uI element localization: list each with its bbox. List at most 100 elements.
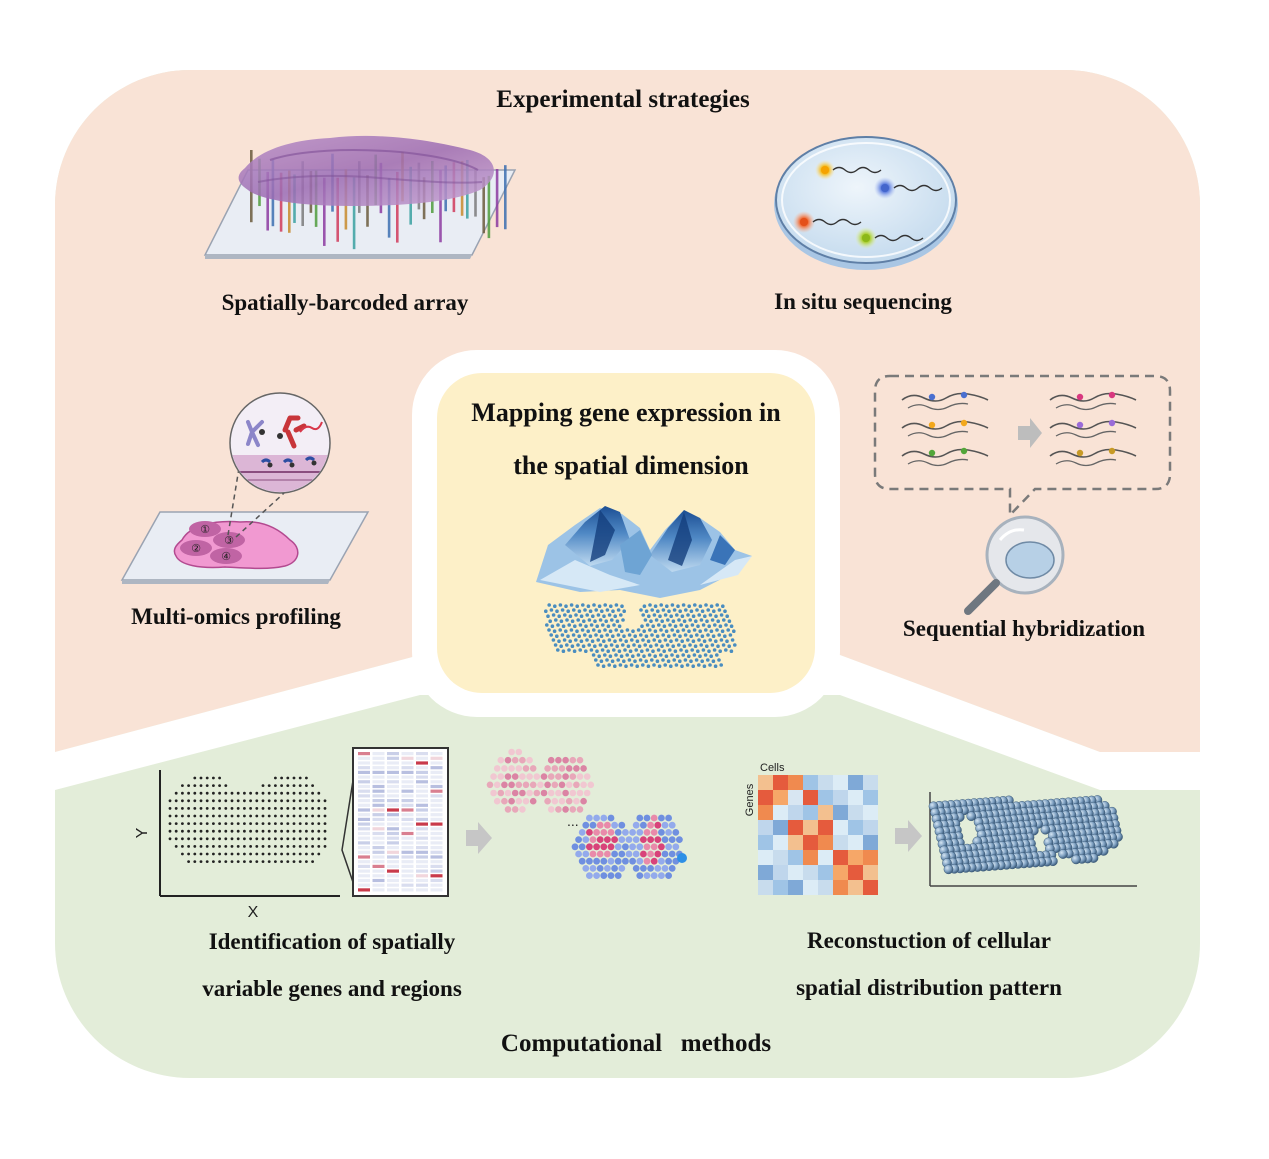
blue-spot	[658, 857, 665, 865]
spot	[652, 613, 657, 617]
scatter-point	[205, 807, 209, 810]
scatter-point	[255, 845, 259, 848]
matrix-cell	[387, 836, 399, 840]
scatter-point	[286, 852, 290, 856]
blue-spot	[658, 872, 665, 879]
spot	[695, 608, 699, 612]
cell-ball	[1040, 824, 1051, 835]
spot	[604, 644, 608, 648]
matrix-cell	[387, 831, 399, 836]
spot	[681, 653, 685, 657]
scatter-point	[199, 791, 203, 795]
pink-spot	[508, 748, 515, 756]
spot	[725, 639, 729, 643]
spot	[663, 663, 667, 667]
pink-spot	[569, 756, 577, 764]
pink-spot	[508, 765, 515, 772]
spot	[710, 643, 715, 647]
scatter-point	[280, 791, 283, 795]
probe-dot	[960, 391, 968, 399]
spot	[589, 623, 594, 627]
spot	[597, 604, 602, 608]
scatter-point	[261, 807, 265, 810]
scatter-point	[305, 807, 308, 810]
matrix-cell	[372, 799, 385, 803]
scatter-point	[274, 822, 277, 825]
spot	[616, 633, 621, 637]
spot	[670, 603, 675, 607]
heatmap-cell	[818, 790, 833, 805]
expression-matrix-panel	[341, 747, 449, 897]
scatter-point	[249, 799, 253, 803]
scatter-point	[286, 784, 290, 787]
probe-dot	[960, 447, 968, 455]
matrix-cell	[358, 874, 370, 878]
spot	[712, 648, 717, 652]
scatter-point	[311, 822, 314, 825]
heatmap-cell	[863, 850, 878, 865]
spot	[619, 654, 624, 658]
matrix-columns-label: Cells	[760, 762, 785, 774]
spot	[684, 608, 688, 612]
spot	[662, 649, 666, 653]
matrix-cell	[358, 808, 370, 812]
scatter-point	[292, 822, 296, 825]
scatter-point	[323, 837, 327, 841]
spot	[619, 613, 623, 617]
scatter-point	[243, 845, 246, 848]
spot	[593, 644, 597, 648]
blue-spot	[643, 872, 651, 879]
matrix-cell	[416, 869, 428, 873]
spot	[661, 608, 666, 612]
spot	[710, 618, 715, 622]
spot-grid-icon	[544, 603, 737, 668]
scatter-point	[274, 807, 277, 810]
spot	[689, 634, 693, 638]
spot	[596, 613, 601, 617]
blue-spot	[607, 814, 615, 822]
blue-spot	[600, 814, 608, 822]
blue-spot	[661, 836, 669, 843]
blue-spot	[607, 857, 615, 865]
scatter-point	[317, 829, 321, 833]
spot	[717, 633, 721, 637]
arrow-icon	[895, 820, 922, 852]
spot	[597, 654, 601, 658]
scatter-point	[199, 807, 203, 810]
matrix-cell	[372, 860, 385, 864]
heatmap-cell	[863, 775, 878, 790]
scatter-point	[199, 829, 203, 833]
blue-spot	[650, 814, 658, 822]
tissue-on-slide-icon	[203, 135, 517, 259]
scatter-point	[311, 837, 314, 841]
heatmap-cell	[788, 880, 803, 895]
scatter-point	[317, 852, 321, 856]
blue-spot	[586, 843, 593, 851]
matrix-cell	[416, 855, 428, 859]
spot	[699, 618, 704, 622]
heatmap-cell	[848, 790, 863, 805]
scatter-point	[305, 776, 308, 780]
matrix-cell	[416, 878, 428, 883]
spot	[713, 623, 717, 627]
spot	[703, 653, 708, 657]
spot	[631, 629, 635, 633]
blue-spot	[614, 872, 622, 879]
pink-spot	[565, 797, 573, 805]
pink-spot	[522, 765, 530, 772]
scatter-point	[255, 814, 259, 818]
spot	[691, 614, 696, 618]
spot	[719, 638, 724, 642]
matrix-cell	[387, 780, 399, 784]
scatter-point	[199, 776, 203, 780]
pink-spot	[547, 773, 555, 780]
spot	[717, 658, 721, 662]
scatter-point	[311, 829, 314, 833]
scatter-point	[181, 784, 184, 787]
scatter-point	[218, 799, 222, 803]
scatter-point	[181, 791, 184, 795]
pink-spot	[522, 797, 530, 805]
scatter-point	[280, 784, 283, 787]
heatmap-cell	[833, 850, 848, 865]
matrix-cell	[430, 799, 443, 803]
